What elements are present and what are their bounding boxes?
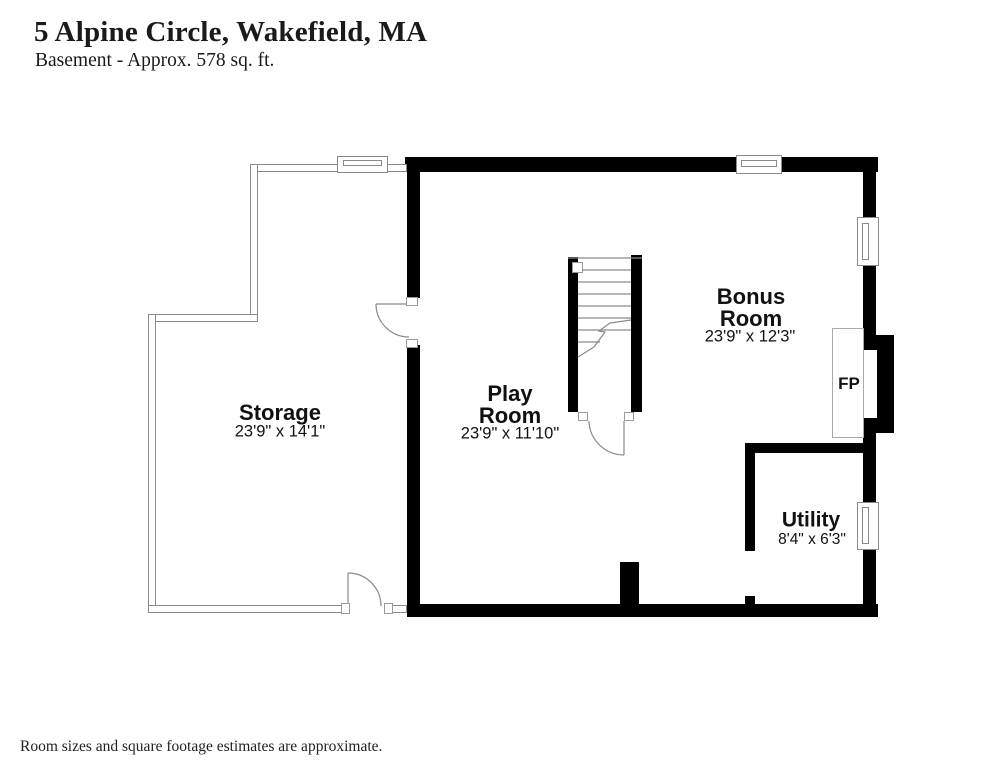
- wall-right-segment-1: [863, 157, 876, 218]
- room-name-play-room: Play Room: [478, 381, 542, 428]
- room-dims-storage: 23'9" x 14'1": [234, 422, 326, 441]
- wall-right-segment-2: [863, 265, 876, 336]
- fireplace-bottom-arm: [856, 418, 894, 433]
- page-subtitle: Basement - Approx. 578 sq. ft.: [35, 50, 275, 71]
- room-label-bonus-room: Bonus Room: [706, 284, 796, 331]
- room-label-utility: Utility: [781, 508, 841, 532]
- stair-right-wall: [631, 255, 642, 412]
- stair-left-wall: [568, 257, 578, 412]
- room-name-utility: Utility: [781, 508, 841, 532]
- wall-left-upper: [407, 157, 420, 298]
- storage-bottom-wall-b: [391, 605, 407, 613]
- fireplace-outline: [832, 328, 864, 438]
- storage-left-upper-wall: [250, 164, 258, 322]
- wall-top-right-segment: [782, 157, 878, 172]
- stair-newel-post: [572, 262, 583, 273]
- utility-left-wall-stub: [745, 596, 755, 617]
- door-jamb-stairs-left: [578, 412, 588, 421]
- utility-top-wall: [745, 443, 866, 453]
- window-glass-utility: [862, 507, 869, 544]
- page-title: 5 Alpine Circle, Wakefield, MA: [34, 16, 428, 48]
- room-name-bonus-room: Bonus Room: [716, 284, 786, 331]
- room-dims-play-room: 23'9" x 11'10": [460, 424, 560, 443]
- storage-bottom-wall-a: [148, 605, 342, 613]
- room-label-storage: Storage: [239, 400, 321, 425]
- utility-left-wall: [745, 443, 755, 551]
- room-name-storage: Storage: [239, 400, 321, 425]
- door-arc-playroom: [375, 303, 410, 338]
- fireplace-label: FP: [838, 374, 860, 393]
- room-dims-bonus-room: 23'9" x 12'3": [704, 327, 796, 346]
- window-glass-right-upper: [862, 223, 869, 260]
- wall-left-lower: [407, 345, 420, 617]
- door-arc-stairs: [588, 420, 625, 456]
- window-glass-storage-top: [343, 160, 382, 166]
- storage-step-wall: [148, 314, 258, 322]
- stair-break-line: [609, 319, 632, 324]
- wall-top-left-segment: [405, 157, 736, 172]
- wall-right-segment-4: [863, 549, 876, 617]
- door-jamb-storage-right: [384, 603, 393, 614]
- stair-break-line: [577, 346, 595, 358]
- storage-left-lower-wall: [148, 314, 156, 613]
- disclaimer-text: Room sizes and square footage estimates …: [20, 738, 383, 755]
- wall-stub-below-stairs: [620, 562, 639, 607]
- room-dims-utility: 8'4" x 6'3": [778, 531, 846, 548]
- door-jamb-storage-left: [341, 603, 350, 614]
- door-jamb-playroom-top: [406, 297, 418, 306]
- fireplace-chimney-spine: [877, 335, 894, 433]
- wall-right-segment-3: [863, 433, 876, 503]
- wall-bottom: [407, 604, 878, 617]
- door-arc-storage: [347, 572, 382, 607]
- window-glass-top-main: [741, 160, 777, 167]
- stair-break-zigzag: [593, 322, 611, 348]
- door-jamb-playroom-bottom: [406, 339, 418, 348]
- room-label-play-room: Play Room: [470, 381, 550, 428]
- door-jamb-stairs-right: [624, 412, 634, 421]
